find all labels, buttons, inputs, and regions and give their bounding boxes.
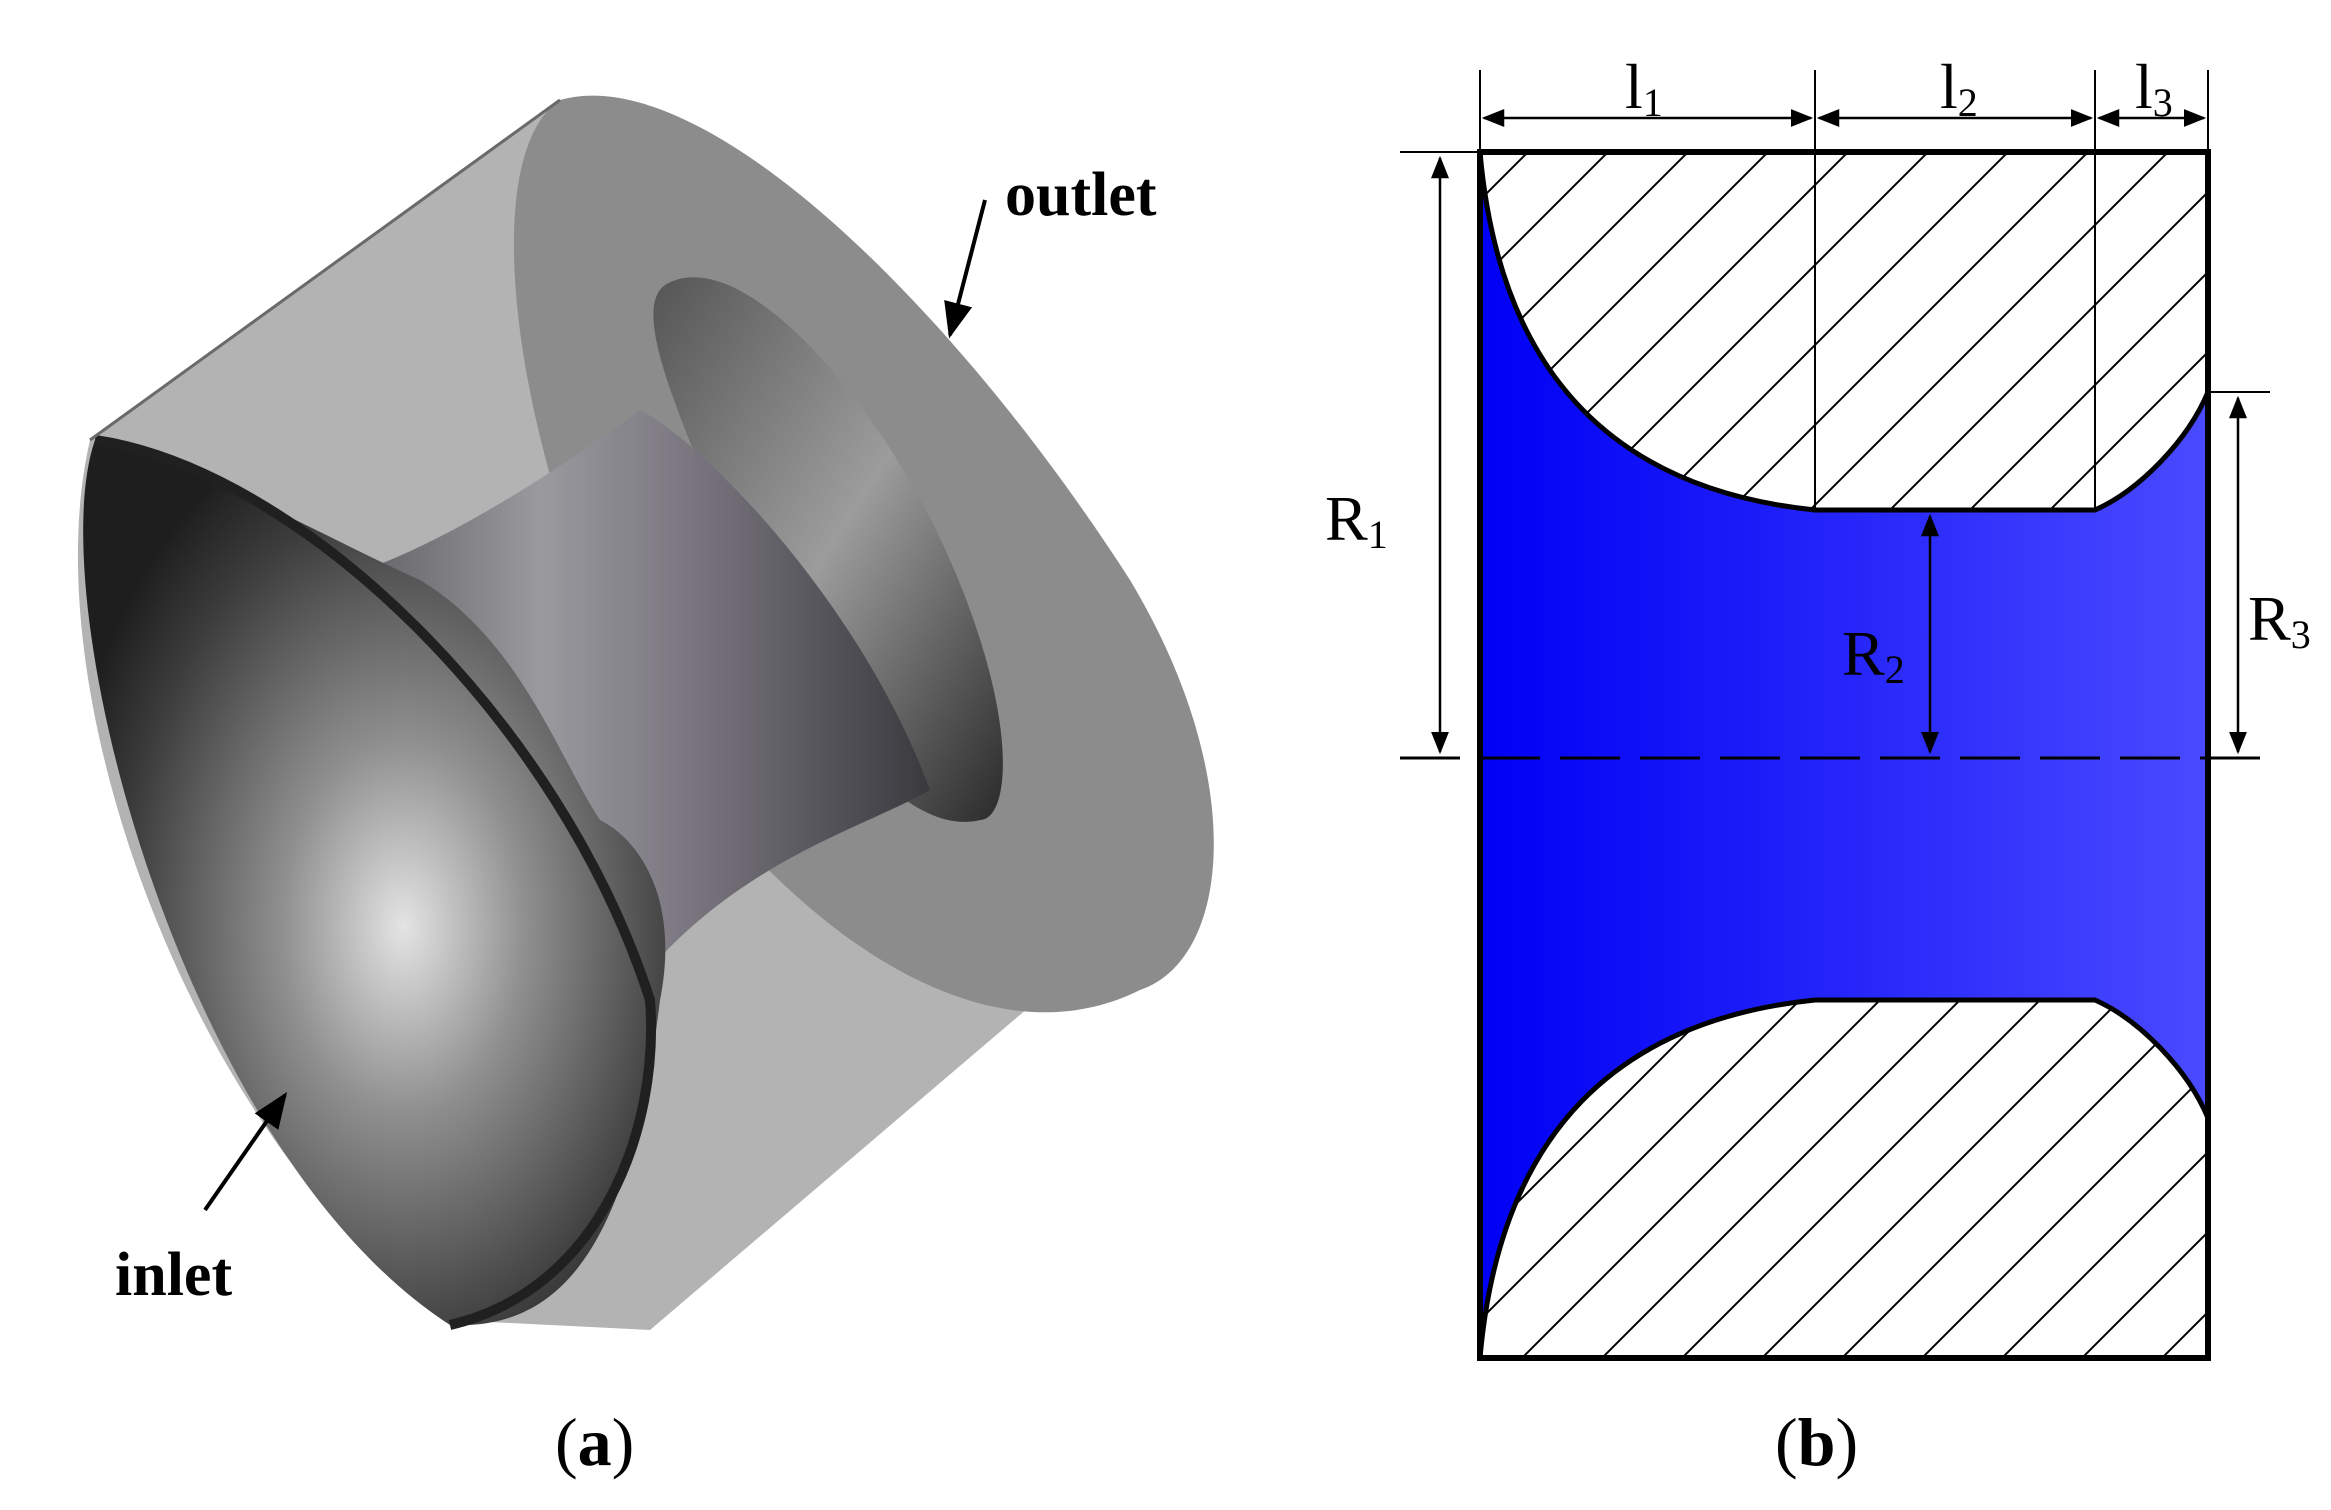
outlet-label: outlet xyxy=(1005,161,1157,229)
dim-r3-label: R3 xyxy=(2248,583,2311,657)
dim-l3-label: l3 xyxy=(2135,51,2173,125)
panel-b-cross-section: l1 l2 l3 R1 R2 R3 (b) xyxy=(1325,51,2311,1480)
inlet-funnel xyxy=(83,440,666,1326)
inlet-arrow xyxy=(203,1092,288,1212)
caption-b: (b) xyxy=(1775,1404,1858,1480)
dim-r1-label: R1 xyxy=(1325,483,1388,557)
dim-r2-label: R2 xyxy=(1842,618,1905,692)
cylinder-top-edge xyxy=(89,98,561,442)
throat-surface xyxy=(330,410,930,980)
dim-l1-label: l1 xyxy=(1625,51,1663,125)
dim-l2-label: l2 xyxy=(1940,51,1978,125)
outlet-arrow xyxy=(944,199,987,339)
outlet-hole xyxy=(653,277,1003,822)
hatched-wall-top xyxy=(1480,152,2208,510)
inlet-rim xyxy=(94,435,656,1330)
panel-a-3d-nozzle: outlet inlet (a) xyxy=(77,95,1214,1480)
hatched-wall-bottom xyxy=(1480,1000,2208,1358)
inlet-label: inlet xyxy=(115,1241,232,1309)
section-frame xyxy=(1477,149,2211,1361)
caption-a: (a) xyxy=(555,1404,634,1480)
